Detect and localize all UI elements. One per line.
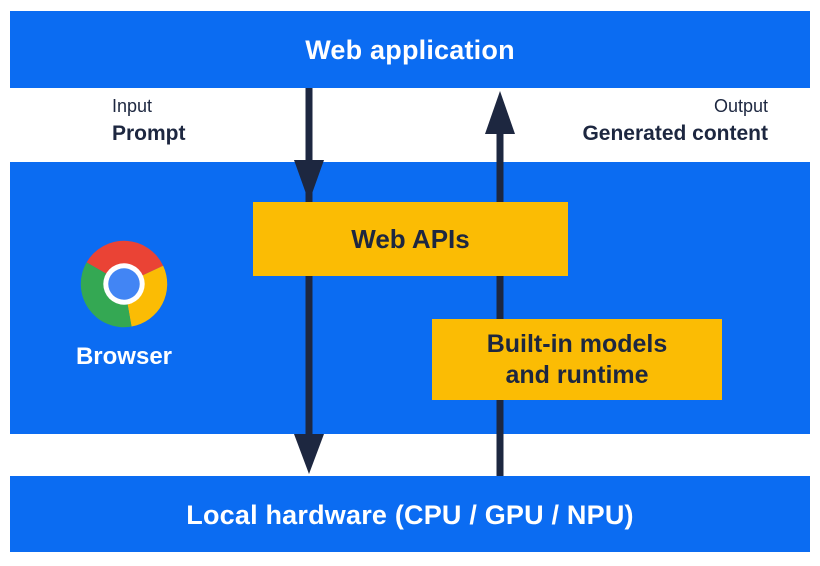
output-value: Generated content bbox=[582, 121, 768, 145]
input-value: Prompt bbox=[112, 121, 186, 145]
web-application-band: Web application bbox=[10, 11, 810, 88]
output-label-group: Output Generated content bbox=[582, 95, 768, 147]
chrome-browser-icon bbox=[80, 240, 168, 328]
web-apis-box: Web APIs bbox=[253, 202, 568, 276]
web-application-label: Web application bbox=[305, 35, 515, 65]
output-title: Output bbox=[713, 96, 768, 116]
local-hardware-label: Local hardware (CPU / GPU / NPU) bbox=[186, 500, 634, 530]
builtin-models-label-line1: Built-in models bbox=[486, 330, 668, 358]
input-label-group: Input Prompt bbox=[112, 95, 186, 147]
input-title: Input bbox=[112, 96, 153, 116]
builtin-models-box: Built-in models and runtime bbox=[432, 319, 722, 400]
web-apis-label: Web APIs bbox=[351, 223, 470, 254]
local-hardware-band: Local hardware (CPU / GPU / NPU) bbox=[10, 476, 810, 552]
builtin-models-label-line2: and runtime bbox=[505, 360, 649, 389]
browser-label: Browser bbox=[75, 343, 173, 370]
arrowhead-up-to-web-application bbox=[485, 91, 515, 134]
arrowhead-down-to-hardware bbox=[294, 434, 324, 474]
